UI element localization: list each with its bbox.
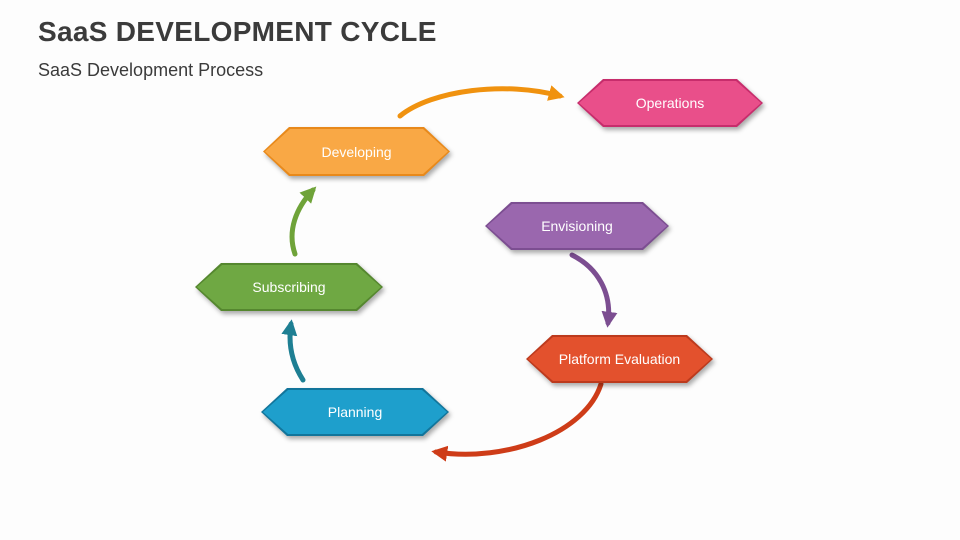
node-platform-evaluation: Platform Evaluation xyxy=(526,335,713,383)
node-label: Subscribing xyxy=(252,279,326,295)
node-label: Operations xyxy=(635,95,705,111)
node-label: Platform Evaluation xyxy=(558,351,681,367)
slide-title: SaaS DEVELOPMENT CYCLE xyxy=(38,16,437,47)
node-label: Planning xyxy=(327,404,383,420)
arrow-envisioning-to-platform-evaluation xyxy=(569,252,618,328)
node-label: Developing xyxy=(321,143,392,160)
hexagon-fill: Developing xyxy=(265,129,448,174)
node-subscribing: Subscribing xyxy=(195,263,383,311)
slide-subtitle: SaaS Development Process xyxy=(38,60,264,80)
arrow-planning-to-subscribing xyxy=(281,319,306,383)
arrow-developing-to-operations xyxy=(397,85,565,119)
node-label: Envisioning xyxy=(541,218,613,234)
hexagon-fill: Operations xyxy=(579,81,761,125)
hexagon-fill: Subscribing xyxy=(197,265,381,309)
node-developing: Developing xyxy=(263,127,450,176)
hexagon-fill: Envisioning xyxy=(487,204,667,248)
node-operations: Operations xyxy=(577,79,763,127)
hexagon-fill: Planning xyxy=(263,390,447,434)
node-planning: Planning xyxy=(261,388,449,436)
arrow-platform-evaluation-to-planning xyxy=(431,381,604,462)
node-envisioning: Envisioning xyxy=(485,202,669,250)
arrow-subscribing-to-developing xyxy=(289,186,317,257)
hexagon-fill: Platform Evaluation xyxy=(528,337,711,381)
